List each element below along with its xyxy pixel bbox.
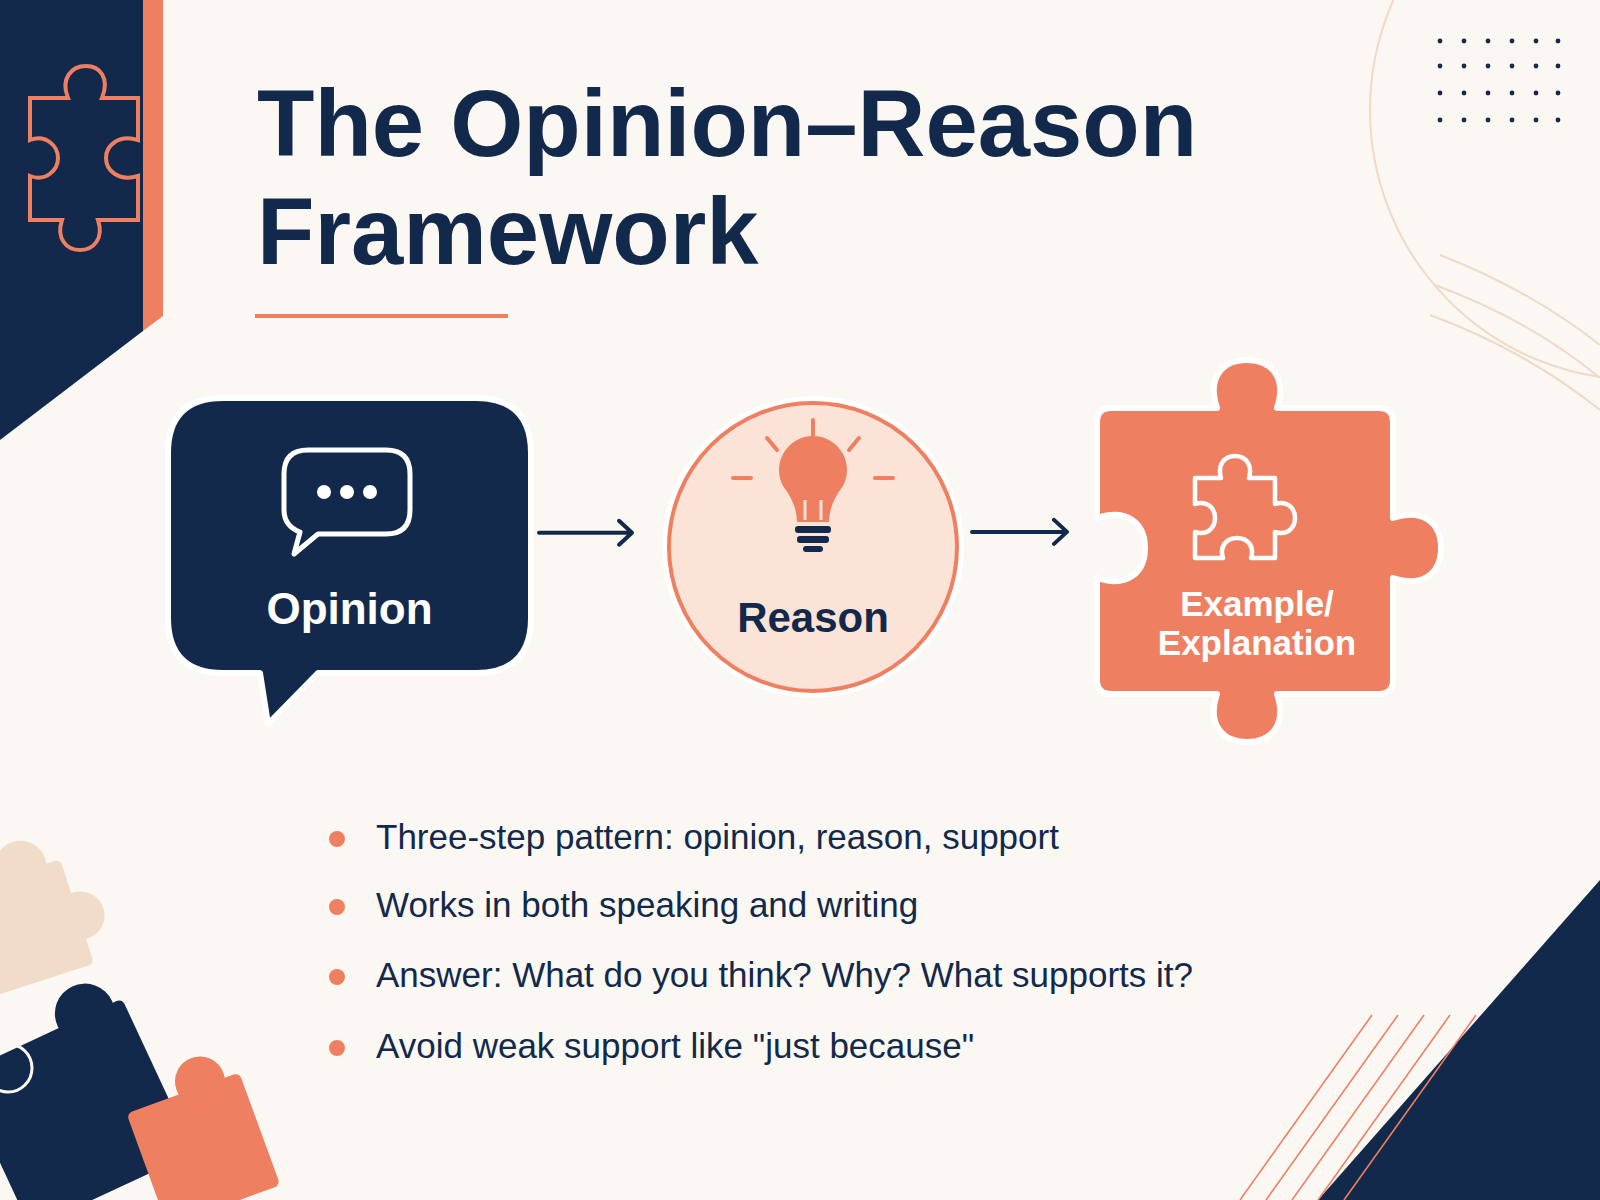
node-label: Reason <box>662 594 964 641</box>
puzzle-outline <box>1097 360 1441 742</box>
puzzle-pieces <box>0 822 280 1200</box>
hatch-lines <box>1240 1015 1476 1200</box>
bulb-glass <box>779 436 847 522</box>
dot-grid <box>1438 39 1561 123</box>
bullet-text: Works in both speaking and writing <box>376 885 918 925</box>
reason-circle: Reason <box>662 396 964 698</box>
bullet-text: Three-step pattern: opinion, reason, sup… <box>376 817 1059 857</box>
node-label: Opinion <box>168 584 531 633</box>
corner-triangle <box>1318 880 1600 1200</box>
opinion-bubble: Opinion <box>168 398 531 673</box>
node-label: Example/ Explanation <box>1157 584 1357 662</box>
bulb-filament <box>805 500 821 520</box>
circle-ring <box>662 396 964 698</box>
bulb-base <box>795 526 831 552</box>
diagram-title: The Opinion–Reason Framework <box>257 70 1337 286</box>
bubble-outline <box>168 398 531 724</box>
shape-outline <box>662 396 964 698</box>
corner-band <box>0 0 143 440</box>
example-puzzle: Example/ Explanation <box>1097 408 1393 694</box>
circle-outline <box>669 403 957 691</box>
puzzle-icon <box>1195 456 1295 558</box>
arc-lines <box>1370 0 1600 410</box>
puzzle-outline <box>30 66 138 250</box>
bullet-dot <box>329 899 345 915</box>
speech-icon <box>284 450 410 554</box>
bullet-dot <box>329 1040 345 1056</box>
bullet-text: Avoid weak support like "just because" <box>376 1026 974 1066</box>
accent-strip <box>143 0 163 331</box>
title-underline <box>255 314 508 318</box>
bullet-text: Answer: What do you think? Why? What sup… <box>376 955 1193 995</box>
bullet-dot <box>329 969 345 985</box>
speech-dots <box>317 485 377 499</box>
flow-arrow <box>539 521 632 545</box>
bullet-dot <box>329 831 345 847</box>
flow-arrow <box>972 520 1067 544</box>
